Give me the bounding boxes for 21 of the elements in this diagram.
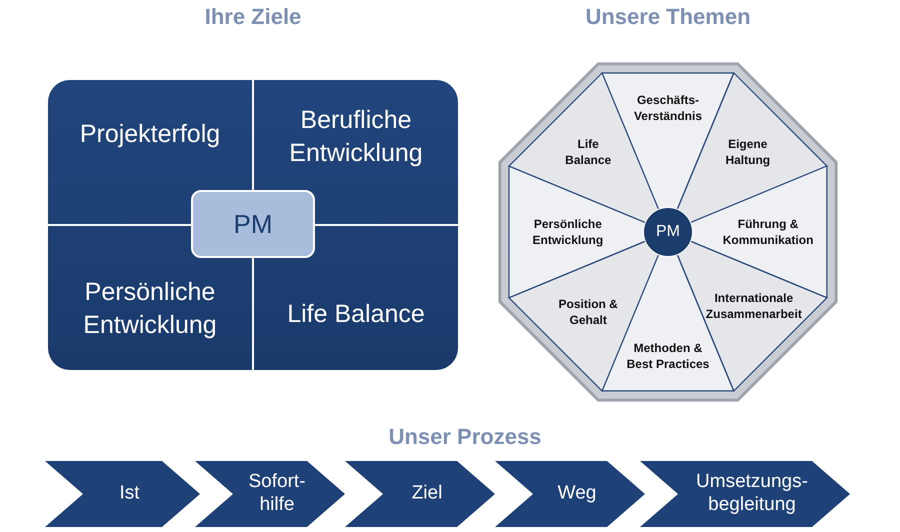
topic-label: Methoden & Best Practices [626,340,710,372]
step-label: Ziel [410,482,444,506]
goal-label: Berufliche Entwicklung [258,104,454,169]
goal-label: Life Balance [258,298,454,330]
step-label: Weg [556,482,598,506]
section-heading: Unser Prozess [388,424,542,450]
step-label: Ist [118,482,141,506]
center-box: PM [191,190,315,258]
topic-label: Führung & Kommunikation [722,216,814,248]
topic-label: Life Balance [564,136,612,168]
step-label: Sofort-hilfe [247,471,307,517]
section-heading: Ihre Ziele [204,4,302,30]
topic-label: Internationale Zusammenarbeit [706,290,802,322]
topic-label: Geschäfts-Verständnis [632,92,703,124]
topic-label: Eigene Haltung [724,136,772,168]
step-label: Umsetzungs-begleitung [695,471,809,517]
topic-label: Position & Gehalt [558,296,619,328]
goal-label: Projekterfolg [52,118,248,150]
section-heading: Unsere Themen [584,4,752,30]
topic-label: Persönliche Entwicklung [532,216,604,248]
goal-label: Persönliche Entwicklung [52,276,248,341]
